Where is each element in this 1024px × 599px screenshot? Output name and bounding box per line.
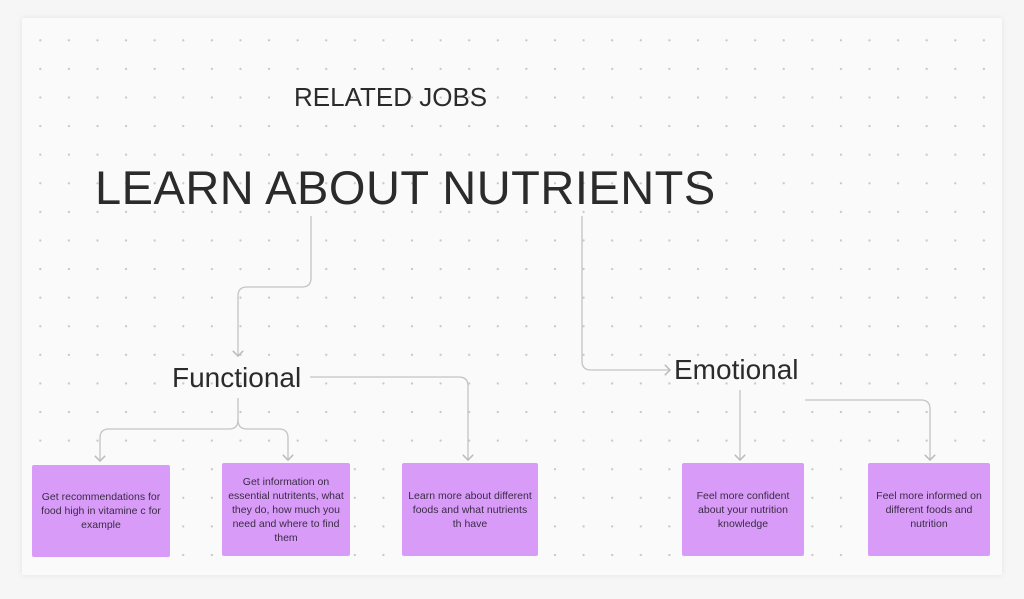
connector-functional-sticky1: [94, 398, 239, 463]
main-job-title: LEARN ABOUT NUTRIENTS: [95, 161, 716, 214]
sticky-note[interactable]: Get recommendations for food high in vit…: [32, 465, 170, 557]
functional-label: Functional: [172, 362, 302, 393]
connector-functional-sticky2: [237, 419, 294, 462]
connector-functional-sticky3: [310, 376, 474, 462]
connector-title-emotional: [581, 216, 672, 376]
connector-title-functional: [232, 216, 312, 358]
sticky-note[interactable]: Feel more confident about your nutrition…: [682, 463, 804, 556]
emotional-label: Emotional: [674, 354, 799, 385]
sticky-note[interactable]: Get information on essential nutritents,…: [222, 463, 350, 556]
sticky-note[interactable]: Feel more informed on different foods an…: [868, 463, 990, 556]
sticky-note[interactable]: Learn more about different foods and wha…: [402, 463, 538, 556]
related-jobs-heading: RELATED JOBS: [294, 82, 488, 112]
whiteboard-canvas[interactable]: [22, 18, 1002, 575]
connector-emotional-sticky5: [805, 399, 936, 462]
